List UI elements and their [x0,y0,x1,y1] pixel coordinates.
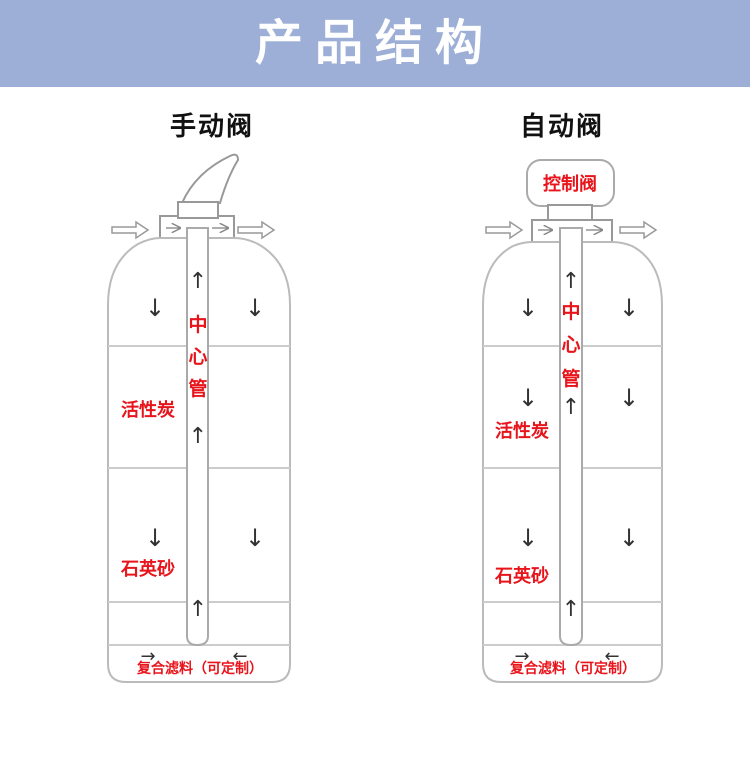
manual-down-arrow-1: ↓ [145,294,165,322]
manual-down-arrow-3: ↓ [145,524,165,552]
auto-carbon-label: 活性炭 [495,420,549,442]
auto-outlet-arrow [619,220,658,240]
page-title: 产品结构 [254,15,495,71]
manual-inlet-arrow [111,220,150,240]
auto-center-pipe-char-1: 中 [561,300,580,323]
manual-tank [107,153,291,683]
auto-control-valve-label: 控制阀 [543,173,597,195]
manual-valve-handle [180,153,240,204]
manual-center-pipe-char-2: 心 [188,346,207,368]
auto-down-arrow-2: ↓ [619,294,639,322]
manual-center-pipe-char-1: 中 [188,313,207,336]
manual-up-arrow-3: ↑ [189,597,207,622]
manual-left-arrow: ← [232,646,247,667]
auto-down-arrow-1: ↓ [518,294,538,322]
manual-carbon-label: 活性炭 [121,399,175,421]
auto-down-arrow-3: ↓ [518,384,538,412]
manual-outlet-arrow [237,220,276,240]
auto-up-arrow-3: ↑ [562,597,580,622]
auto-valve-title: 自动阀 [519,112,604,142]
auto-down-arrow-6: ↓ [619,524,639,552]
manual-right-arrow: → [140,646,155,667]
manual-sand-label: 石英砂 [120,558,175,580]
manual-filter-label: 复合滤料（可定制） [136,660,263,677]
auto-down-arrow-4: ↓ [619,384,639,412]
auto-left-arrow: ← [604,646,619,667]
auto-filter-label: 复合滤料（可定制） [509,660,636,677]
manual-down-arrow-4: ↓ [245,524,265,552]
auto-center-pipe [559,227,583,647]
manual-center-pipe [186,227,209,647]
auto-down-arrow-5: ↓ [518,524,538,552]
manual-up-arrow-1: ↑ [189,269,207,294]
header-banner: 产品结构 [0,0,750,87]
auto-up-arrow-2: ↑ [562,395,580,420]
auto-center-pipe-char-2: 心 [561,334,580,356]
auto-inlet-arrow [485,220,524,240]
auto-up-arrow-1: ↑ [562,269,580,294]
auto-center-pipe-char-3: 管 [561,367,580,390]
auto-tank [482,159,663,683]
manual-valve-title: 手动阀 [169,112,254,142]
manual-down-arrow-2: ↓ [245,294,265,322]
auto-sand-label: 石英砂 [494,565,549,587]
manual-up-arrow-2: ↑ [189,424,207,449]
manual-center-pipe-char-3: 管 [188,377,207,400]
auto-right-arrow: → [514,646,529,667]
